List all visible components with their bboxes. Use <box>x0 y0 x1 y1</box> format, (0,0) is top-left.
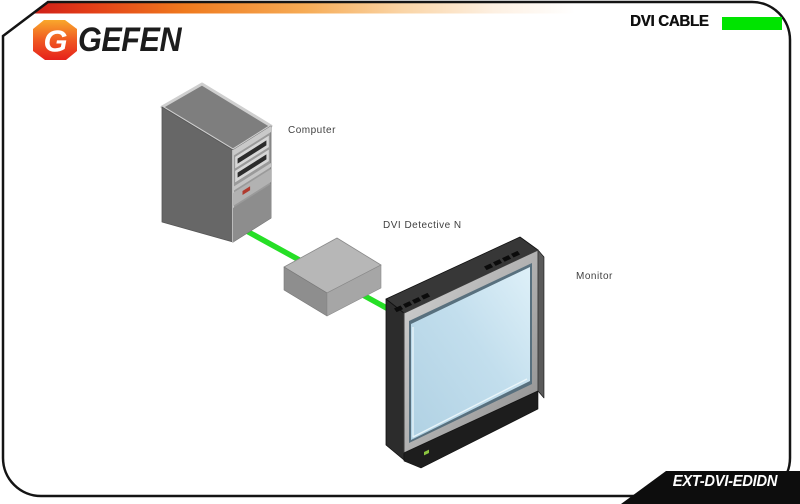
dvi-detective-label: DVI Detective N <box>383 220 462 231</box>
power-led <box>242 186 251 195</box>
monitor-screen <box>411 267 530 440</box>
logo-text: GEFEN <box>78 21 182 59</box>
monitor-led <box>424 449 429 456</box>
computer-illustration <box>160 82 273 243</box>
monitor-label: Monitor <box>576 271 613 282</box>
gefen-logo: G GEFEN <box>32 19 232 65</box>
computer-label: Computer <box>288 125 336 136</box>
logo-letter: G <box>43 24 67 59</box>
legend-label: DVI CABLE <box>630 13 709 30</box>
dvi-detective-box-illustration <box>283 237 382 317</box>
monitor-illustration <box>385 236 545 469</box>
top-accent-bar <box>33 2 575 14</box>
vent-slots <box>394 250 521 313</box>
gefen-logo-icon: G <box>33 20 77 60</box>
model-number-label: EXT-DVI-EDIDN <box>672 473 778 490</box>
dvi-cable-swatch <box>722 17 782 30</box>
model-banner <box>621 471 800 504</box>
